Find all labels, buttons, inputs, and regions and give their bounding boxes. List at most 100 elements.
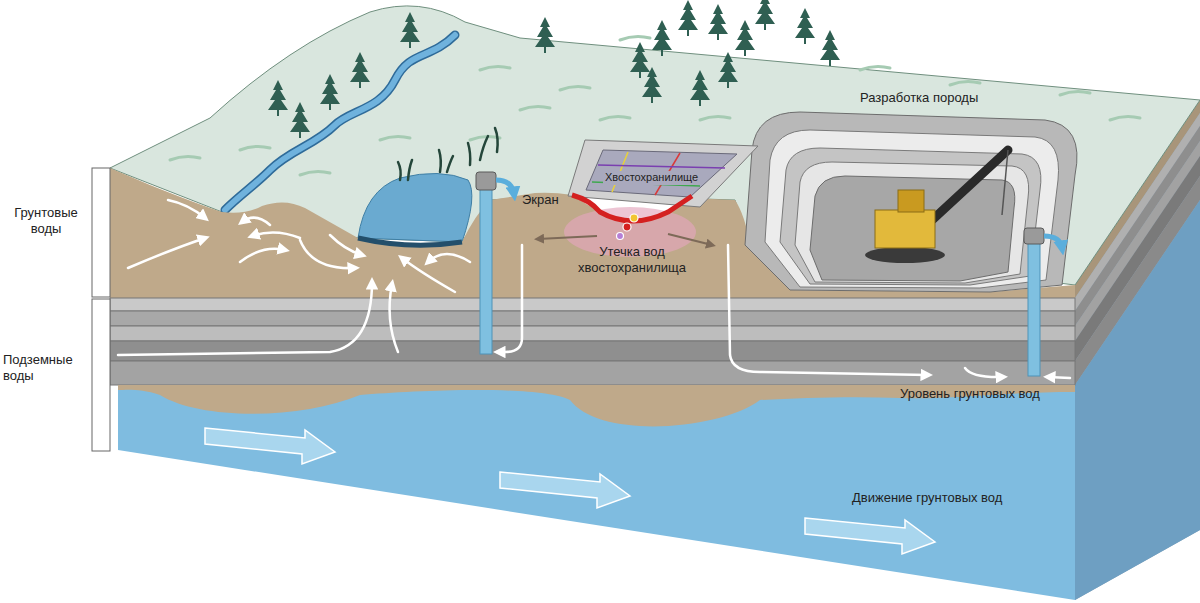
leak-arrow xyxy=(538,234,712,245)
grass-strokes xyxy=(860,66,890,70)
trees xyxy=(678,0,698,36)
trees xyxy=(535,17,555,53)
trees xyxy=(690,70,710,106)
rock-layers xyxy=(110,326,1075,341)
water-flow-arrow xyxy=(242,218,270,225)
trees xyxy=(290,102,310,138)
grass-strokes xyxy=(240,146,270,150)
well xyxy=(476,172,496,190)
grass-strokes xyxy=(470,136,500,140)
leak-arrow xyxy=(538,236,597,239)
excavator xyxy=(930,150,1008,222)
grass-strokes xyxy=(480,66,510,70)
reeds xyxy=(480,136,488,160)
open-pit xyxy=(795,162,1029,283)
water-flow-arrow xyxy=(390,284,398,352)
water-flow-arrow xyxy=(118,200,1070,378)
well xyxy=(1028,240,1040,376)
open-pit xyxy=(765,130,1059,288)
trees xyxy=(708,4,728,40)
reeds xyxy=(439,150,441,172)
water-flow-arrow xyxy=(428,254,470,262)
leak-arrow xyxy=(668,234,712,245)
area-label: Разработка породы xyxy=(860,90,978,106)
leak-drops xyxy=(617,214,639,240)
rock-layers xyxy=(110,311,1075,326)
leak-drops xyxy=(630,214,638,222)
callout-label: Утечка вод хвостохранилища xyxy=(566,244,698,277)
water-flow-arrow xyxy=(1048,377,1070,378)
grass-strokes xyxy=(700,116,730,120)
tailings-pond xyxy=(568,140,758,207)
water-flow-arrow xyxy=(118,282,372,355)
excavator xyxy=(898,190,924,212)
well xyxy=(1044,236,1062,248)
rock-layers xyxy=(110,341,1075,361)
well xyxy=(1024,228,1062,376)
trees xyxy=(755,0,775,30)
grass-strokes xyxy=(300,171,330,175)
zone-bracket xyxy=(92,168,110,451)
reeds xyxy=(468,143,470,165)
trees xyxy=(268,80,288,116)
reeds xyxy=(447,156,453,172)
water-flow-arrow xyxy=(965,368,1003,377)
grass-strokes xyxy=(600,116,630,120)
tailings-pond xyxy=(598,165,725,168)
grass-strokes xyxy=(520,106,550,110)
liner-screen xyxy=(572,195,692,221)
trees xyxy=(268,0,840,138)
excavator xyxy=(865,150,1008,263)
well xyxy=(480,186,492,354)
open-pit xyxy=(780,148,1041,285)
grass-strokes xyxy=(1110,116,1140,120)
water-flow-arrow xyxy=(330,235,362,255)
zone-bracket xyxy=(92,299,110,451)
rock-layers xyxy=(110,298,1075,385)
water-flow-arrow xyxy=(252,232,300,238)
tailings-pond xyxy=(568,140,758,207)
tailings-pond xyxy=(586,150,737,197)
sediment-bumps xyxy=(118,385,1075,426)
zone-bracket xyxy=(92,168,110,297)
flow-arrow xyxy=(805,518,935,554)
excavator xyxy=(1002,150,1008,215)
zone-label: Подземные воды xyxy=(3,352,89,385)
water-flow-arrow xyxy=(240,249,285,262)
trees xyxy=(795,8,815,44)
grass-strokes xyxy=(380,136,410,140)
excavator xyxy=(875,210,935,248)
grass-strokes xyxy=(560,86,590,90)
reeds xyxy=(398,162,401,180)
open-pit xyxy=(745,112,1077,292)
open-pit xyxy=(745,112,1077,292)
grass-strokes xyxy=(620,36,650,40)
grass-strokes xyxy=(1060,91,1090,95)
trees xyxy=(320,74,340,110)
trees xyxy=(652,20,672,56)
flow-arrow xyxy=(205,428,335,464)
trees xyxy=(718,52,738,88)
leak-drops xyxy=(617,233,624,240)
reeds xyxy=(408,160,412,180)
trees xyxy=(642,67,662,103)
well xyxy=(496,180,514,194)
pond-label: Хвостохранилище xyxy=(603,171,700,185)
grass-strokes xyxy=(950,81,980,85)
rock-layers xyxy=(110,361,1075,385)
excavator xyxy=(865,247,945,263)
water-flow-arrow xyxy=(402,258,455,292)
lake-edge xyxy=(358,238,462,245)
level-label: Уровень грунтовых вод xyxy=(900,386,1040,402)
trees xyxy=(820,30,840,66)
flow-label: Движение грунтовых вод xyxy=(852,490,1002,506)
leak-drops xyxy=(623,223,631,231)
block-side-face xyxy=(1075,200,1200,600)
rock-layers xyxy=(110,298,1075,311)
flow-arrow xyxy=(205,428,935,554)
trees xyxy=(735,20,755,56)
well xyxy=(1024,228,1044,244)
open-pit xyxy=(810,176,1015,281)
